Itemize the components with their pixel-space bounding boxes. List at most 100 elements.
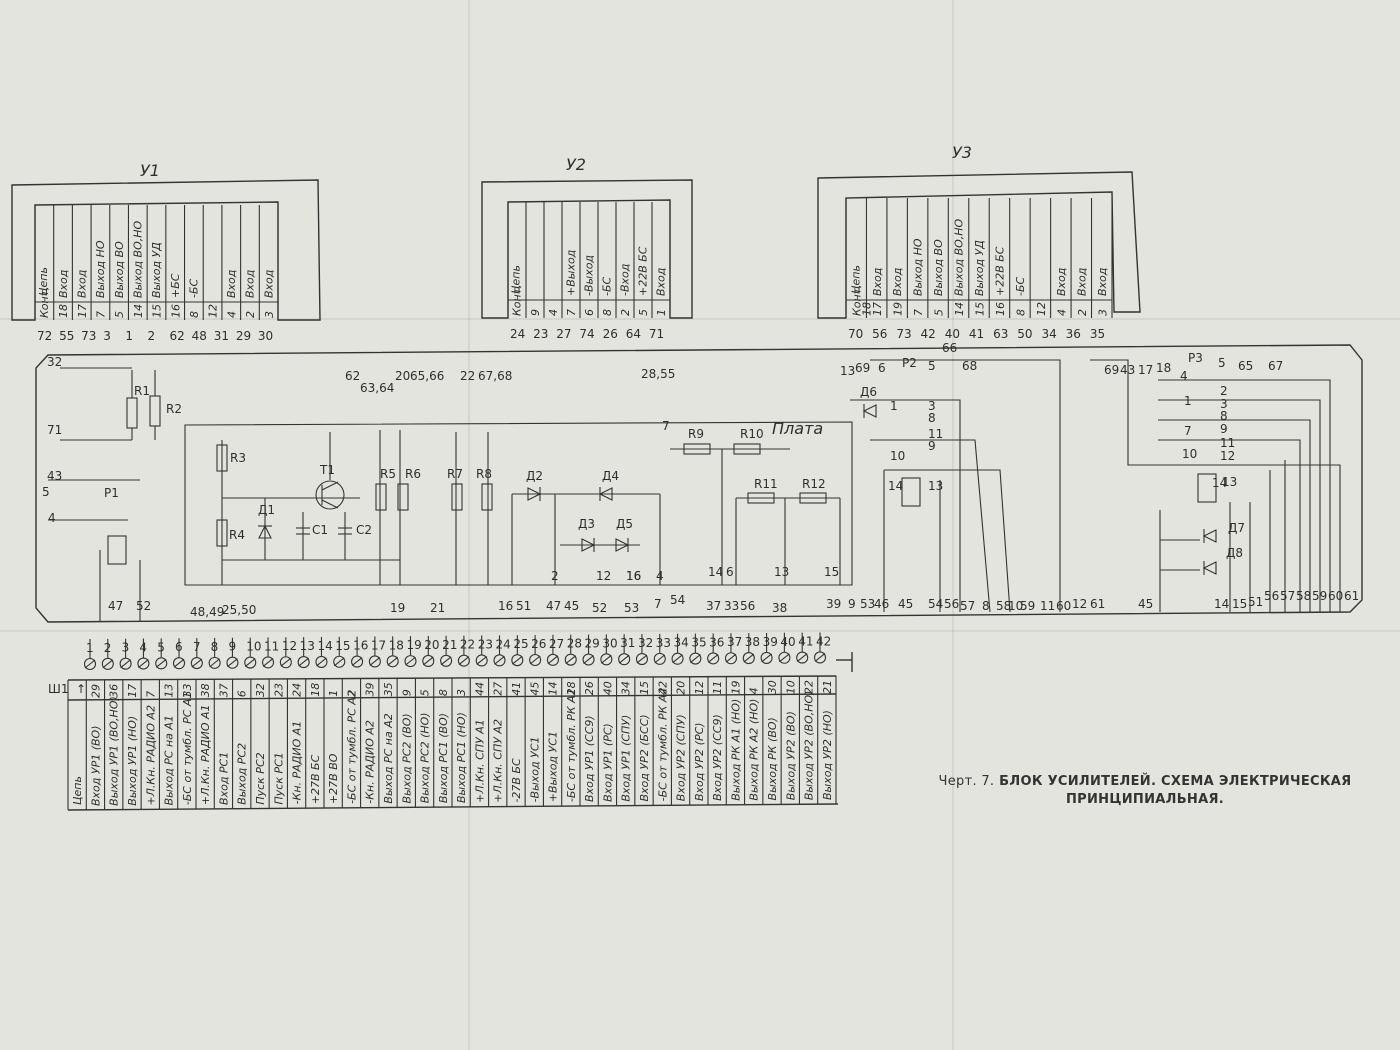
node-label: 58 bbox=[996, 599, 1011, 613]
u3-contact-number: 5 bbox=[933, 309, 946, 316]
connector-pin bbox=[244, 656, 257, 669]
resistor-r8: R8 bbox=[476, 467, 493, 511]
node-label: 8 bbox=[1220, 409, 1228, 423]
connector-contact-number: 40 bbox=[601, 681, 614, 695]
diode-d8: Д8 bbox=[1202, 546, 1243, 575]
u1-contact-number: 7 bbox=[95, 311, 108, 318]
connector-contact-number: 22 bbox=[803, 680, 816, 694]
connector-pin-number: 8 bbox=[211, 640, 219, 654]
connector-pin bbox=[689, 652, 702, 665]
capacitor-c1-label: C1 bbox=[312, 523, 328, 537]
relay-p2: P2 bbox=[901, 356, 921, 507]
connector-pin bbox=[635, 652, 649, 666]
node-label: 13 bbox=[928, 479, 943, 493]
node-label: 38 bbox=[772, 601, 787, 615]
u2-signal-label: -БС bbox=[601, 276, 614, 296]
connector-contact-number: 27 bbox=[492, 682, 505, 696]
node-label: 45 bbox=[564, 599, 579, 613]
module-u2-outline: У2 bbox=[481, 155, 693, 319]
resistor-r10-label: R10 bbox=[740, 427, 764, 441]
connector-signal-label: Вход РС1 bbox=[217, 752, 230, 805]
connector-signal-label: Выход РС1 (НО) bbox=[455, 712, 468, 803]
node-label: 46 bbox=[874, 597, 889, 611]
diode-d7-label: Д7 bbox=[1228, 521, 1245, 535]
connector-pin-number: 3 bbox=[122, 641, 130, 655]
connector-pin-mark bbox=[583, 655, 594, 664]
node-label: 52 bbox=[592, 601, 607, 615]
resistor-r9: R9 bbox=[683, 427, 711, 455]
capacitor-c2: C2 bbox=[338, 523, 372, 537]
node-label: 66 bbox=[942, 341, 957, 355]
connector-contact-number: 4 bbox=[748, 687, 761, 694]
connector-contact-number: 35 bbox=[382, 682, 395, 696]
node-label: 15 bbox=[1232, 597, 1247, 611]
diode-d2: Д2 bbox=[526, 469, 543, 501]
fold-line bbox=[952, 0, 954, 1050]
connector-signal-label: +27В БС bbox=[309, 754, 322, 804]
node-label: 11 bbox=[928, 427, 943, 441]
transistor-t1: T1 bbox=[315, 463, 345, 510]
connector-pin-number: 15 bbox=[335, 639, 350, 653]
connector-pin bbox=[742, 652, 755, 665]
u3-signal-label: Выход УД bbox=[973, 240, 986, 296]
connector-contact-number: 10 bbox=[784, 680, 797, 694]
u1-wire-number: 3 bbox=[103, 329, 111, 343]
connector-pin bbox=[796, 651, 809, 664]
module-u2-title: У2 bbox=[566, 155, 586, 174]
connector-pin-mark bbox=[422, 656, 434, 666]
u3-wire-number: 36 bbox=[1066, 327, 1081, 341]
connector-contact-number: 32 bbox=[254, 683, 267, 697]
connector-pin-mark bbox=[565, 655, 577, 665]
connector-pin-number: 35 bbox=[691, 636, 706, 650]
caption-title: БЛОК УСИЛИТЕЛЕЙ. СХЕМА ЭЛЕКТРИЧЕСКАЯ bbox=[999, 774, 1352, 789]
u1-signal-label: -БС bbox=[188, 278, 201, 298]
connector-pin-mark bbox=[405, 656, 416, 666]
connector-signal-label: Выход УР2 (ВО,НО) bbox=[803, 691, 816, 801]
node-label: 25,50 bbox=[222, 603, 256, 617]
u3-contact-number: 18 bbox=[861, 302, 874, 316]
node-label: 8 bbox=[982, 599, 990, 613]
node-label: 1 bbox=[1184, 394, 1192, 408]
connector-signal-label: -Выход УС1 bbox=[528, 736, 541, 802]
relay-p1-label: P1 bbox=[104, 486, 119, 500]
u3-contact-number: 19 bbox=[892, 302, 905, 316]
u1-wire-number: 2 bbox=[147, 329, 155, 343]
connector-pin bbox=[101, 657, 114, 670]
connector-contact-number: 6 bbox=[236, 690, 249, 697]
node-label: 51 bbox=[1248, 595, 1263, 609]
node-label: 12 bbox=[596, 569, 611, 583]
board-frame: Плата bbox=[35, 344, 1363, 623]
node-label: 37 bbox=[706, 599, 721, 613]
connector-pin-number: 32 bbox=[638, 636, 653, 650]
connector-pin bbox=[600, 653, 613, 666]
connector-pin-number: 23 bbox=[478, 637, 493, 651]
connector-contact-number: 37 bbox=[217, 683, 230, 697]
resistor-r5-label: R5 bbox=[380, 467, 396, 481]
u3-wire-number: 34 bbox=[1041, 327, 1056, 341]
node-label: 56 bbox=[740, 599, 755, 613]
u3-contact-number: 2 bbox=[1076, 309, 1089, 316]
connector-pin-number: 18 bbox=[389, 638, 404, 652]
connector-pin-number: 41 bbox=[798, 635, 813, 649]
u1-contact-number: 2 bbox=[244, 311, 257, 318]
connector-contact-number: 44 bbox=[473, 682, 486, 696]
connector-pin-mark bbox=[779, 653, 790, 663]
connector-pin bbox=[653, 652, 666, 665]
connector-pin bbox=[813, 651, 827, 664]
connector-signal-label: Выход РК А2 (НО) bbox=[748, 699, 761, 801]
node-label: 11 bbox=[1040, 599, 1055, 613]
u2-contact-number: 4 bbox=[547, 309, 560, 316]
u1-wire-number: 73 bbox=[81, 329, 96, 343]
connector-pin bbox=[546, 653, 559, 666]
connector-pin bbox=[333, 655, 346, 668]
u3-signal-label: Выход ВО,НО bbox=[953, 218, 966, 296]
diode-d4-label: Д4 bbox=[602, 469, 619, 483]
u3-signal-label: Выход ВО bbox=[932, 239, 945, 296]
u3-wire-number: 70 bbox=[848, 327, 863, 341]
connector-pin bbox=[760, 651, 773, 664]
connector-pin bbox=[368, 655, 381, 668]
connector-contact-number: 11 bbox=[711, 681, 724, 695]
connector-pin bbox=[440, 654, 453, 667]
